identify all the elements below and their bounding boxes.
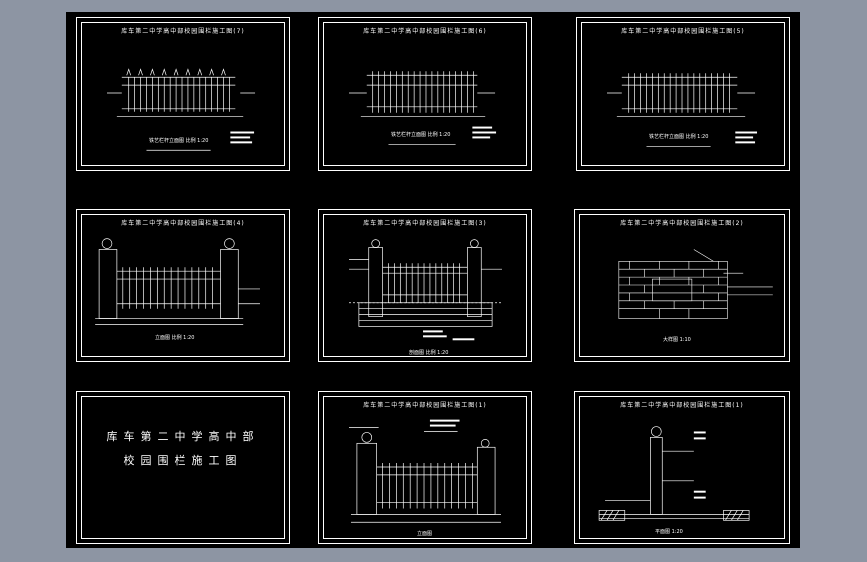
sheet-caption: 大样图 1:10 <box>663 337 691 343</box>
sheet-title: 库车第二中学高中部校园围栏施工图(1) <box>620 402 744 409</box>
cover-title-line2: 校园围栏施工图 <box>123 454 243 467</box>
sheet-frame <box>581 22 785 166</box>
sheet-caption: 铁艺栏杆立面图 比例 1:20 <box>391 132 451 138</box>
drawing-sheet-1[interactable]: 库车第二中学高中部校园围栏施工图(1) 立面图 <box>318 391 532 544</box>
sheet-caption: 剖面图 比例 1:20 <box>409 350 449 356</box>
sheet-title: 库车第二中学高中部校园围栏施工图(1) <box>363 402 487 409</box>
sheet-title: 库车第二中学高中部校园围栏施工图(4) <box>121 220 245 227</box>
sheet-title: 库车第二中学高中部校园围栏施工图(2) <box>620 220 744 227</box>
sheet-title: 库车第二中学高中部校园围栏施工图(7) <box>121 28 245 35</box>
post-plan-detail <box>598 426 750 521</box>
drawing-sheet-1b[interactable]: 库车第二中学高中部校园围栏施工图(1) 平面图 1:20 <box>574 391 790 544</box>
sheet-caption: 铁艺栏杆立面图 比例 1:20 <box>649 134 709 140</box>
sheet-caption: 立面图 <box>417 531 433 537</box>
detail-drawing <box>618 249 773 319</box>
drawing-sheet-6[interactable]: 库车第二中学高中部校园围栏施工图(6) 铁艺栏杆立面图 比例 1:20 <box>318 17 532 171</box>
fence-elevation <box>607 73 758 147</box>
sheet-caption: 平面图 1:20 <box>655 529 683 535</box>
sheet-frame <box>323 396 527 539</box>
sheet-caption: 立面图 比例 1:20 <box>155 335 195 341</box>
sheet-frame <box>81 214 285 357</box>
sheet-frame <box>323 214 527 357</box>
sheet-caption: 铁艺栏杆立面图 比例 1:20 <box>149 138 209 144</box>
sheet-title: 库车第二中学高中部校园围栏施工图(3) <box>363 220 487 227</box>
cover-sheet[interactable]: 库车第二中学高中部 校园围栏施工图 <box>76 391 290 544</box>
drawing-sheet-4[interactable]: 库车第二中学高中部校园围栏施工图(4) 立面图 比例 1:20 <box>76 209 290 362</box>
sheet-frame <box>81 22 285 166</box>
gate-elevation <box>349 419 501 523</box>
drawing-sheet-7[interactable]: 库车第二中学高中部校园围栏施工图(7) 铁艺栏杆立面图 比例 1:20 <box>76 17 290 171</box>
fence-elevation <box>349 71 497 145</box>
sheet-frame <box>579 214 785 357</box>
cover-title-line1: 库车第二中学高中部 <box>106 430 260 443</box>
sheet-frame <box>323 22 527 166</box>
sheet-frame <box>81 396 285 539</box>
sheet-title: 库车第二中学高中部校园围栏施工图(5) <box>621 28 745 35</box>
fence-section <box>349 239 502 341</box>
drawing-sheet-5[interactable]: 库车第二中学高中部校园围栏施工图(5) 铁艺栏杆立面图 比例 1:20 <box>576 17 790 171</box>
sheet-title: 库车第二中学高中部校园围栏施工图(6) <box>363 28 487 35</box>
fence-elevation <box>107 68 256 151</box>
drawing-sheet-3[interactable]: 库车第二中学高中部校园围栏施工图(3) 剖面图 比例 1:20 <box>318 209 532 362</box>
sheet-frame <box>579 396 785 539</box>
drawing-canvas[interactable]: 库车第二中学高中部校园围栏施工图(7) 铁艺栏杆立面图 比例 1:20 库车第二… <box>66 12 800 548</box>
drawing-sheet-2[interactable]: 库车第二中学高中部校园围栏施工图(2) 大样图 1:10 <box>574 209 790 362</box>
fence-elevation-with-posts <box>95 238 260 325</box>
